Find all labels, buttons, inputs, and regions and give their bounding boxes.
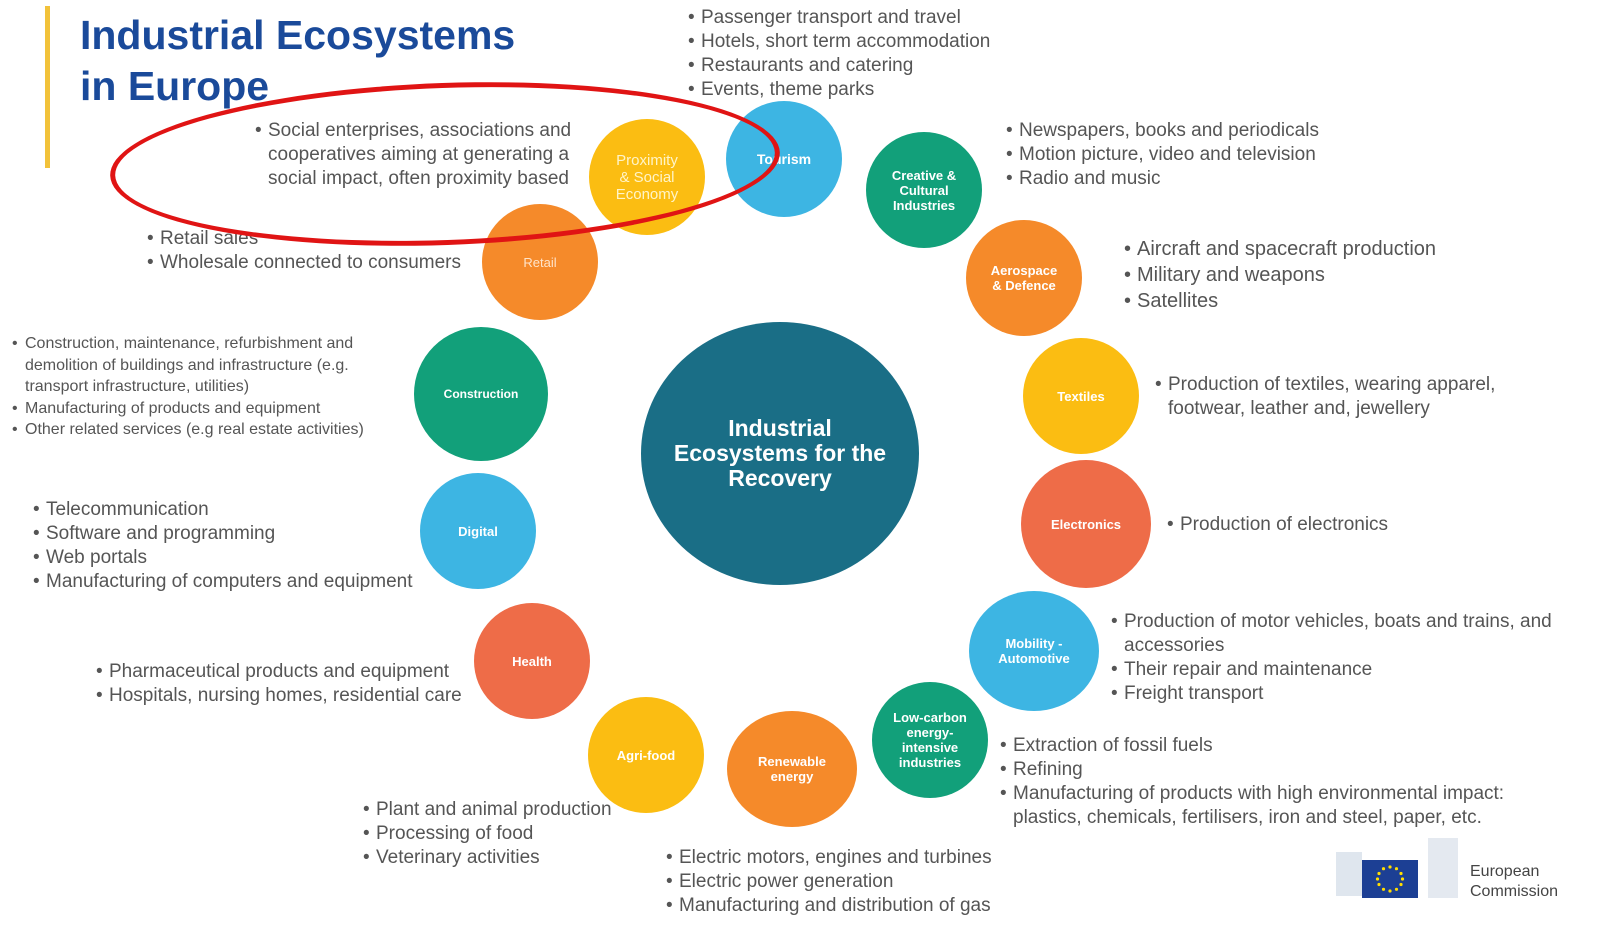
ecosystem-circle-proximity: Proximity & Social Economy [589, 119, 705, 235]
description-item: Events, theme parks [688, 78, 1028, 102]
ecosystem-circle-textiles: Textiles [1023, 338, 1139, 454]
description-textiles: Production of textiles, wearing apparel,… [1155, 373, 1535, 421]
ecosystem-circle-renewable: Renewable energy [727, 711, 857, 827]
description-item: Telecommunication [33, 498, 453, 522]
logo-line-2: Commission [1470, 883, 1559, 900]
eu-flag-icon [1336, 838, 1458, 898]
description-electronics: Production of electronics [1167, 513, 1427, 537]
description-item: Wholesale connected to consumers [147, 251, 487, 275]
description-item: Plant and animal production [363, 798, 643, 822]
description-item: Processing of food [363, 822, 643, 846]
logo-line-1: European [1470, 863, 1540, 880]
description-item: Aircraft and spacecraft production [1124, 236, 1504, 262]
description-item: Web portals [33, 546, 453, 570]
description-item: Their repair and maintenance [1111, 658, 1581, 682]
ecosystem-circle-agri-food: Agri-food [588, 697, 704, 813]
description-item: Software and programming [33, 522, 453, 546]
description-item: Production of electronics [1167, 513, 1427, 537]
description-item: Other related services (e.g real estate … [12, 419, 412, 441]
description-item: Manufacturing and distribution of gas [666, 894, 1026, 918]
description-item: Manufacturing of products and equipment [12, 398, 412, 420]
description-item: Radio and music [1006, 167, 1366, 191]
description-health: Pharmaceutical products and equipment Ho… [96, 660, 496, 708]
description-item: Veterinary activities [363, 846, 643, 870]
ecosystem-circle-electronics: Electronics [1021, 460, 1151, 588]
ecosystem-circle-aerospace: Aerospace & Defence [966, 220, 1082, 336]
description-item: Production of textiles, wearing apparel,… [1155, 373, 1535, 421]
description-item: Production of motor vehicles, boats and … [1111, 610, 1581, 658]
description-renewable: Electric motors, engines and turbines El… [666, 846, 1026, 918]
description-item: Electric motors, engines and turbines [666, 846, 1026, 870]
description-item: Passenger transport and travel [688, 6, 1028, 30]
center-circle: Industrial Ecosystems for the Recovery [641, 322, 919, 585]
description-item: Manufacturing of products with high envi… [1000, 782, 1560, 830]
description-retail: Retail sales Wholesale connected to cons… [147, 227, 487, 275]
description-construction: Construction, maintenance, refurbishment… [12, 333, 412, 441]
description-item: Hotels, short term accommodation [688, 30, 1028, 54]
title-line-1: Industrial Ecosystems [80, 12, 516, 58]
title-accent-bar [45, 6, 50, 168]
title-line-2: in Europe [80, 63, 270, 109]
description-item: Restaurants and catering [688, 54, 1028, 78]
description-item: Military and weapons [1124, 262, 1504, 288]
description-item: Newspapers, books and periodicals [1006, 119, 1366, 143]
ecosystem-circle-low-carbon: Low-carbon energy- intensive industries [872, 682, 988, 798]
ecosystem-circle-mobility: Mobility - Automotive [969, 591, 1099, 711]
description-mobility: Production of motor vehicles, boats and … [1111, 610, 1581, 706]
description-item: Retail sales [147, 227, 487, 251]
european-commission-logo [1336, 838, 1464, 905]
description-low-carbon: Extraction of fossil fuels Refining Manu… [1000, 734, 1560, 830]
description-item: Freight transport [1111, 682, 1581, 706]
ecosystem-circle-creative: Creative & Cultural Industries [866, 132, 982, 248]
description-creative: Newspapers, books and periodicals Motion… [1006, 119, 1366, 191]
description-digital: Telecommunication Software and programmi… [33, 498, 453, 594]
ecosystem-circle-retail: Retail [482, 204, 598, 320]
description-proximity: Social enterprises, associations and coo… [255, 119, 600, 191]
page-title: Industrial Ecosystems in Europe [80, 10, 515, 112]
description-item: Motion picture, video and television [1006, 143, 1366, 167]
description-item: Manufacturing of computers and equipment [33, 570, 453, 594]
description-item: Social enterprises, associations and coo… [255, 119, 600, 191]
description-item: Pharmaceutical products and equipment [96, 660, 496, 684]
ecosystem-circle-tourism: Tourism [726, 101, 842, 217]
description-tourism: Passenger transport and travel Hotels, s… [688, 6, 1028, 102]
description-item: Satellites [1124, 288, 1504, 314]
description-aerospace: Aircraft and spacecraft production Milit… [1124, 236, 1504, 314]
description-item: Refining [1000, 758, 1560, 782]
ecosystem-circle-construction: Construction [414, 327, 548, 461]
description-item: Extraction of fossil fuels [1000, 734, 1560, 758]
description-item: Hospitals, nursing homes, residential ca… [96, 684, 496, 708]
description-item: Construction, maintenance, refurbishment… [12, 333, 412, 398]
european-commission-text: European Commission [1470, 862, 1558, 902]
description-agri-food: Plant and animal production Processing o… [363, 798, 643, 870]
description-item: Electric power generation [666, 870, 1026, 894]
